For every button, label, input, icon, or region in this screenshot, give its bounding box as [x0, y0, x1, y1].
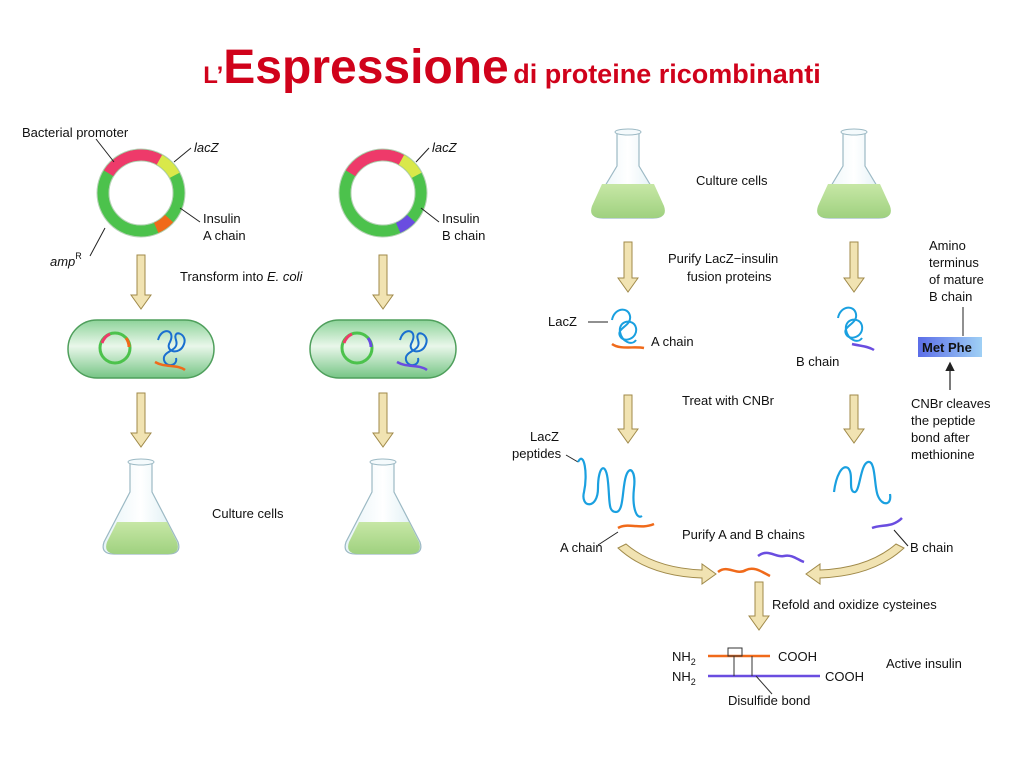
- label-lacz-fusion: LacZ: [548, 314, 577, 329]
- label-lacz-a: lacZ: [194, 140, 220, 155]
- leader-line: [893, 529, 909, 547]
- label-purify-ab: Purify A and B chains: [682, 527, 805, 542]
- flask-left-a: [102, 458, 180, 555]
- label-nh2-a: NH2: [672, 649, 696, 667]
- label-amino-4: B chain: [929, 289, 972, 304]
- down-arrow: [843, 394, 865, 444]
- label-culture-cells-left: Culture cells: [212, 506, 284, 521]
- flask-right-b: [817, 128, 891, 219]
- leader-line: [89, 227, 106, 257]
- flask-left-b: [344, 458, 422, 555]
- label-amino-3: of mature: [929, 272, 984, 287]
- label-lacz-b: lacZ: [432, 140, 458, 155]
- label-a-chain-fusion: A chain: [651, 334, 694, 349]
- down-arrow: [748, 581, 770, 631]
- label-insulin-a-1: Insulin: [203, 211, 241, 226]
- title-prefix: L’: [203, 62, 224, 89]
- purified-a-chain: [717, 567, 771, 578]
- label-nh2-b: NH2: [672, 669, 696, 687]
- merge-arrow-left: [617, 543, 717, 585]
- lacz-peptide-a: [577, 457, 643, 518]
- fusion-protein-a: [611, 308, 645, 350]
- label-insulin-b-2: B chain: [442, 228, 485, 243]
- label-lacz-peptides-2: peptides: [512, 446, 562, 461]
- flask-right-a: [591, 128, 665, 219]
- label-treat-cnbr: Treat with CNBr: [682, 393, 775, 408]
- label-cnbr-4: methionine: [911, 447, 975, 462]
- label-b-chain-fusion: B chain: [796, 354, 839, 369]
- label-active-insulin: Active insulin: [886, 656, 962, 671]
- title-main: Espressione: [223, 41, 509, 94]
- merge-arrow-right: [805, 543, 905, 585]
- process-arrows-left: [130, 254, 394, 448]
- met-phe-box: [918, 337, 982, 357]
- leader-line: [95, 138, 115, 163]
- purified-b-chain: [757, 551, 805, 564]
- label-purify-2: fusion proteins: [687, 269, 772, 284]
- label-amp: ampR: [50, 251, 82, 269]
- leader-line: [415, 147, 430, 163]
- down-arrow: [843, 241, 865, 293]
- label-b-chain-free: B chain: [910, 540, 953, 555]
- free-a-chain: [617, 522, 655, 530]
- ecoli-cell-b: [309, 319, 457, 379]
- plasmid-a: [96, 148, 186, 238]
- label-purify-1: Purify LacZ−insulin: [668, 251, 778, 266]
- process-arrows-right: [617, 241, 865, 631]
- label-cooh-a: COOH: [778, 649, 817, 664]
- leader-line: [420, 207, 440, 223]
- label-met-phe: Met Phe: [922, 340, 972, 355]
- label-amino-2: terminus: [929, 255, 979, 270]
- down-arrow: [130, 392, 152, 448]
- leader-line: [179, 207, 201, 223]
- label-disulfide: Disulfide bond: [728, 693, 810, 708]
- down-arrow: [372, 392, 394, 448]
- fusion-protein-b: [837, 306, 875, 352]
- label-a-chain-free: A chain: [560, 540, 603, 555]
- label-transform: Transform into E. coli: [180, 269, 303, 284]
- down-arrow: [130, 254, 152, 310]
- label-cnbr-3: bond after: [911, 430, 970, 445]
- free-b-chain: [871, 517, 903, 530]
- down-arrow: [617, 394, 639, 444]
- leader-line: [565, 454, 579, 463]
- active-insulin-structure: [708, 647, 820, 695]
- down-arrow: [372, 254, 394, 310]
- label-cooh-b: COOH: [825, 669, 864, 684]
- label-bacterial-promoter: Bacterial promoter: [22, 125, 129, 140]
- leader-line: [597, 531, 619, 546]
- lacz-peptide-b: [832, 460, 892, 505]
- title-rest: di proteine ricombinanti: [513, 59, 821, 89]
- label-insulin-b-1: Insulin: [442, 211, 480, 226]
- down-arrow: [617, 241, 639, 293]
- label-cnbr-1: CNBr cleaves: [911, 396, 991, 411]
- leader-line: [173, 147, 192, 163]
- label-refold: Refold and oxidize cysteines: [772, 597, 937, 612]
- label-insulin-a-2: A chain: [203, 228, 246, 243]
- page-title: L’Espressione di proteine ricombinanti: [0, 40, 1024, 95]
- label-culture-cells-right: Culture cells: [696, 173, 768, 188]
- label-amino-1: Amino: [929, 238, 966, 253]
- label-lacz-peptides-1: LacZ: [530, 429, 559, 444]
- plasmid-b: [338, 148, 428, 238]
- ecoli-cell-a: [67, 319, 215, 379]
- label-cnbr-2: the peptide: [911, 413, 975, 428]
